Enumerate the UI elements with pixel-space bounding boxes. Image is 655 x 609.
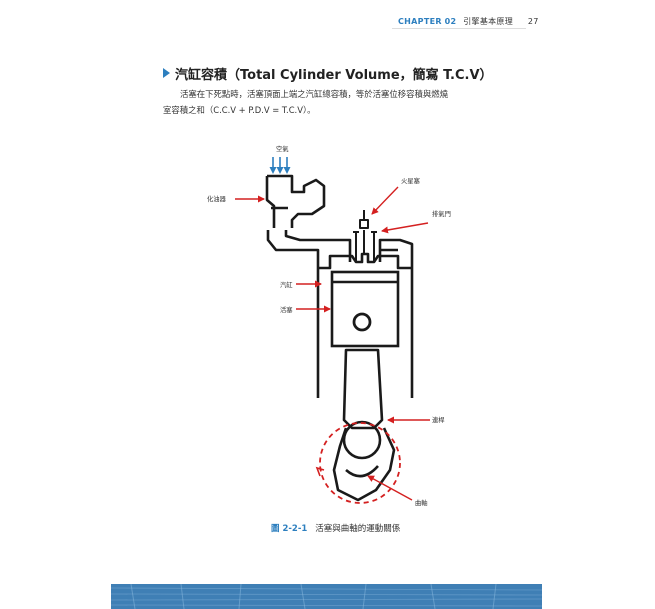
crank-motion-circle	[319, 422, 401, 504]
pointer-arrows	[235, 186, 430, 501]
rotation-arrow-icon	[315, 466, 325, 477]
label-crankshaft: 曲軸	[415, 498, 428, 507]
chapter-label: CHAPTER	[398, 17, 442, 26]
cylinder-walls	[316, 268, 414, 398]
header-rule	[392, 28, 526, 29]
chapter-number: 02	[444, 17, 457, 26]
crankshaft	[332, 427, 396, 502]
spark-plug	[359, 210, 369, 254]
section-title-text: 汽缸容積（Total Cylinder Volume，簡寫 T.C.V）	[175, 68, 493, 83]
footer-band	[111, 584, 542, 609]
page-number: 27	[527, 17, 539, 26]
label-piston: 活塞	[280, 305, 293, 314]
label-exhaust-valve: 排氣門	[432, 209, 451, 218]
body-line-1: 活塞在下死點時，活塞頂面上端之汽缸總容積，等於活塞位移容積與燃燒	[180, 89, 448, 99]
label-air: 空氣	[276, 144, 289, 153]
label-cylinder: 汽缸	[280, 280, 293, 289]
chapter-title: 引擎基本原理	[463, 17, 514, 26]
page-header: CHAPTER 02 引擎基本原理 27	[398, 16, 539, 27]
figure-number: 圖 2-2-1	[271, 524, 308, 534]
figure-caption: 圖 2-2-1 活塞與曲軸的運動關係	[271, 522, 400, 534]
carburetor	[265, 174, 326, 228]
cylinder-head	[318, 252, 412, 270]
triangle-bullet-icon	[163, 68, 170, 78]
piston	[330, 270, 400, 348]
intake-pipe	[266, 230, 352, 268]
connecting-rod	[342, 348, 384, 460]
label-carburetor: 化油器	[207, 194, 227, 203]
footer-texture	[111, 584, 542, 609]
body-paragraph: 活塞在下死點時，活塞頂面上端之汽缸總容積，等於活塞位移容積與燃燒 室容積之和（C…	[163, 86, 503, 118]
exhaust-pipe	[378, 238, 414, 268]
air-arrows	[269, 157, 291, 174]
figure-caption-text: 活塞與曲軸的運動關係	[315, 524, 401, 534]
label-spark-plug: 火星塞	[401, 176, 421, 185]
body-line-2: 室容積之和（C.C.V + P.D.V = T.C.V）。	[163, 105, 316, 115]
valves	[353, 231, 377, 262]
section-heading: 汽缸容積（Total Cylinder Volume，簡寫 T.C.V）	[163, 64, 493, 83]
label-connecting-rod: 連桿	[432, 415, 445, 424]
